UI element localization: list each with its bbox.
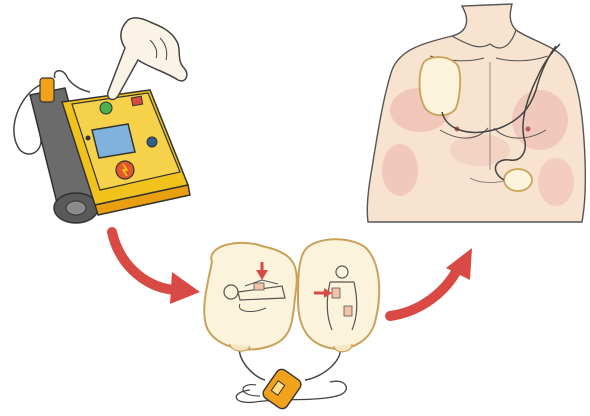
pointing-hand-icon (108, 18, 187, 100)
electrode-pads-icon (204, 239, 379, 411)
flow-arrow-icon (390, 248, 472, 316)
flow-arrow-icon (112, 232, 200, 304)
patient-torso-icon (367, 4, 585, 222)
aed-device-icon (14, 71, 190, 223)
